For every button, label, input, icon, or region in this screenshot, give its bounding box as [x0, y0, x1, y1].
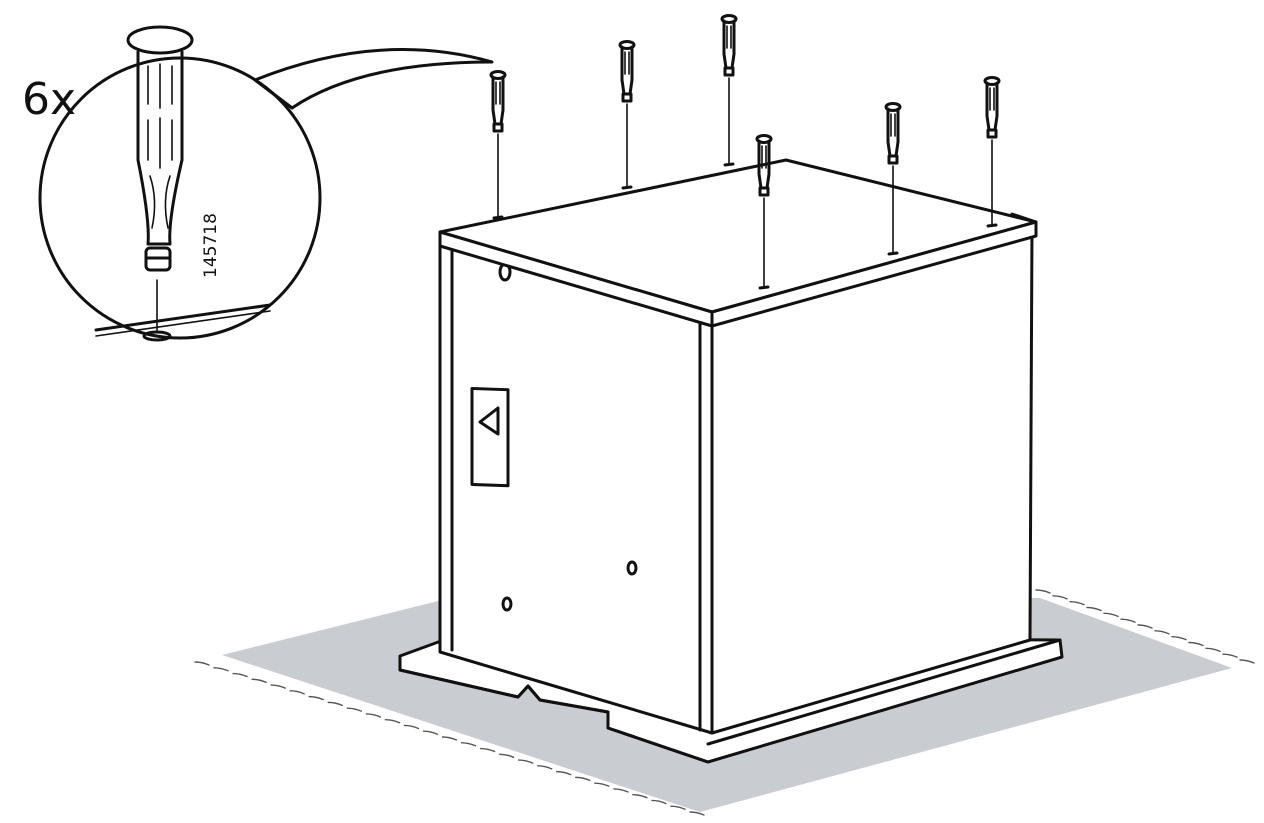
- mat-fringe: [194, 589, 1255, 816]
- dowel-group: [489, 14, 1001, 290]
- dowel-icon: [755, 134, 773, 290]
- cam-hole: [501, 596, 513, 612]
- dowel-icon: [720, 14, 738, 167]
- callout-bubble: 6x 145718: [22, 25, 494, 342]
- dowel-icon: [983, 76, 1001, 228]
- dowel-closeup-icon: [126, 25, 194, 272]
- cam-hole: [626, 560, 638, 576]
- dowel-icon: [618, 40, 636, 190]
- quantity-label: 6x: [22, 74, 76, 125]
- right-side-panel: [710, 226, 1034, 735]
- dowel-icon: [489, 70, 507, 220]
- top-panel: [438, 158, 1038, 328]
- label-plate: [470, 386, 510, 488]
- dowel-icon: [884, 102, 902, 256]
- direction-arrow-icon: [478, 406, 500, 436]
- part-number: 145718: [201, 213, 221, 278]
